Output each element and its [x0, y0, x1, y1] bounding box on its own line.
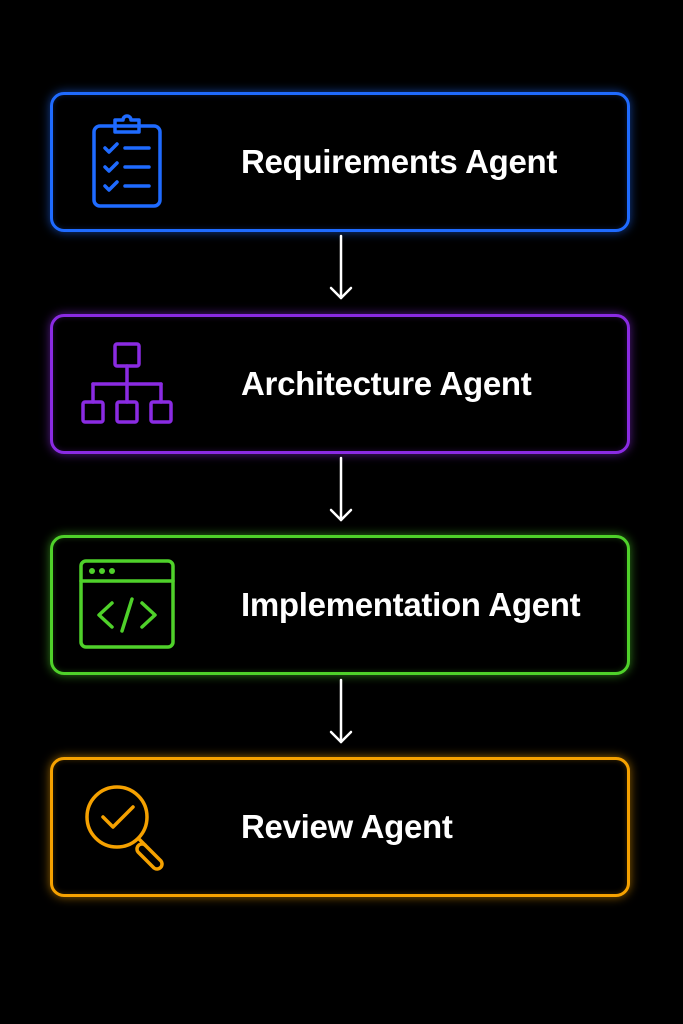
code-window-icon: [77, 555, 177, 655]
magnifier-check-icon: [77, 777, 177, 877]
requirements-agent-label: Requirements Agent: [241, 143, 558, 180]
arrow-down-icon: [329, 456, 353, 522]
review-agent-label: Review Agent: [241, 808, 453, 845]
hierarchy-icon: [77, 334, 177, 434]
clipboard-checklist-icon: [77, 112, 177, 212]
requirements-agent-card: Requirements Agent: [50, 92, 630, 232]
implementation-agent-label: Implementation Agent: [241, 586, 581, 623]
review-agent-card: Review Agent: [50, 757, 630, 897]
implementation-agent-card: Implementation Agent: [50, 535, 630, 675]
architecture-agent-label: Architecture Agent: [241, 365, 532, 402]
arrow-down-icon: [329, 678, 353, 744]
arrow-down-icon: [329, 234, 353, 300]
architecture-agent-card: Architecture Agent: [50, 314, 630, 454]
